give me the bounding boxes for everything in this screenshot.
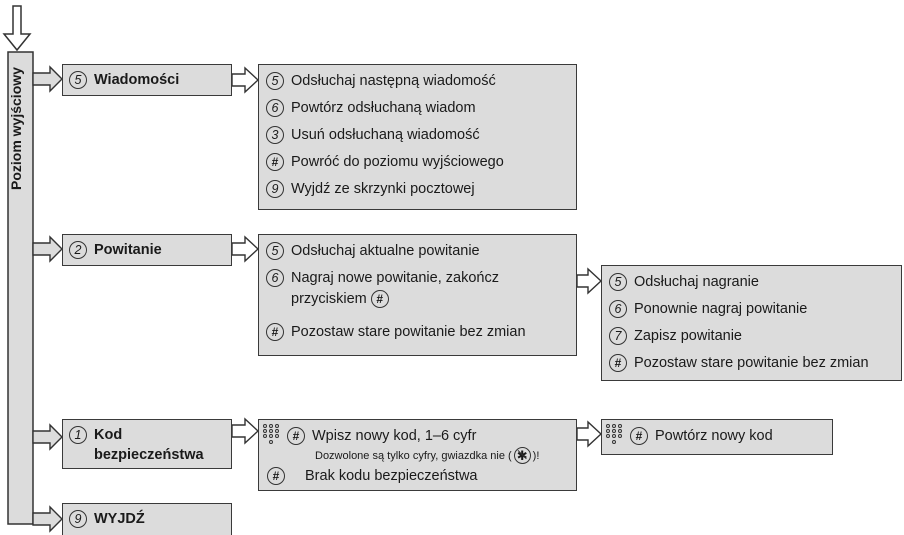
option-delete-message[interactable]: Usuń odsłuchaną wiadomość [291,127,480,143]
menu-exit-label: WYJDŹ [94,511,145,527]
key-hash-icon: # [630,427,648,445]
connector-greeting [231,235,260,263]
option-rerecord[interactable]: Ponownie nagraj powitanie [634,301,808,317]
connector-messages [231,66,260,94]
key-hash-icon: # [370,290,389,308]
key-6-icon: 6 [609,300,627,318]
key-hash-icon: # [287,427,305,445]
key-hash-icon: # [609,354,627,372]
option-enter-code[interactable]: Wpisz nowy kod, 1–6 cyfr [312,428,477,444]
option-play-greeting[interactable]: Odsłuchaj aktualne powitanie [291,243,480,259]
code-note-after: )! [532,449,540,462]
key-5-icon: 5 [609,273,627,291]
connector-code [231,417,260,445]
keypad-icon [606,424,624,448]
menu-code-label-line1: Kod [94,427,123,443]
entry-arrow [2,5,32,52]
option-record-greeting-line2: przyciskiem [291,291,367,307]
menu-greeting[interactable]: 2 Powitanie [62,234,232,266]
option-keep-greeting[interactable]: Pozostaw stare powitanie bez zmian [291,324,526,340]
key-5-icon: 5 [266,242,284,260]
key-6-icon: 6 [266,269,284,287]
option-save-greeting[interactable]: Zapisz powitanie [634,328,742,344]
menu-security-code[interactable]: 1 Kod bezpieczeństwa [62,419,232,469]
option-repeat-message[interactable]: Powtórz odsłuchaną wiadom [291,100,476,116]
main-bar [7,51,34,525]
option-repeat-code[interactable]: Powtórz nowy kod [655,428,773,444]
menu-messages-label: Wiadomości [94,72,180,88]
key-hash-icon: # [266,323,284,341]
key-9-icon: 9 [266,180,284,198]
key-7-icon: 7 [609,327,627,345]
key-9-icon: 9 [69,510,87,528]
option-play-recording[interactable]: Odsłuchaj nagranie [634,274,759,290]
menu-exit[interactable]: 9 WYJDŹ [62,503,232,535]
branch-arrow-code [32,423,63,451]
key-hash-icon: # [267,467,285,485]
menu-greeting-label: Powitanie [94,242,162,258]
option-keep-old-greeting[interactable]: Pozostaw stare powitanie bez zmian [634,355,869,371]
branch-arrow-greeting [32,235,63,263]
code-options-box: # Wpisz nowy kod, 1–6 cyfr Dozwolone są … [258,419,577,491]
code-confirm-box: # Powtórz nowy kod [601,419,833,455]
key-5-icon: 5 [266,72,284,90]
option-exit-mailbox[interactable]: Wyjdź ze skrzynki pocztowej [291,181,475,197]
level-label: Poziom wyjściowy [8,67,24,190]
greeting-options-box: 5 Odsłuchaj aktualne powitanie 6 Nagraj no… [258,234,577,356]
connector-recording [576,267,603,295]
key-hash-icon: # [266,153,284,171]
messages-options-box: 5 Odsłuchaj następną wiadomość 6 Powtórz o… [258,64,577,210]
option-no-code[interactable]: Brak kodu bezpieczeństwa [305,468,478,484]
option-next-message[interactable]: Odsłuchaj następną wiadomość [291,73,496,89]
keypad-icon [263,424,281,448]
menu-code-label-line2: bezpieczeństwa [94,447,204,463]
branch-arrow-messages [32,65,63,93]
key-1-icon: 1 [69,426,87,444]
recording-options-box: 5 Odsłuchaj nagranie 6 Ponownie nagraj pow… [601,265,902,381]
key-2-icon: 2 [69,241,87,259]
connector-code-confirm [576,420,603,448]
star-crossed-icon: ✱ [513,447,531,464]
option-return-top[interactable]: Powróć do poziomu wyjściowego [291,154,504,170]
option-record-greeting-line1[interactable]: Nagraj nowe powitanie, zakończ [291,270,499,286]
branch-arrow-exit [32,505,63,533]
code-note-before: Dozwolone są tylko cyfry, gwiazdka nie ( [315,449,512,462]
key-6-icon: 6 [266,99,284,117]
key-5-icon: 5 [69,71,87,89]
menu-messages[interactable]: 5 Wiadomości [62,64,232,96]
key-3-icon: 3 [266,126,284,144]
